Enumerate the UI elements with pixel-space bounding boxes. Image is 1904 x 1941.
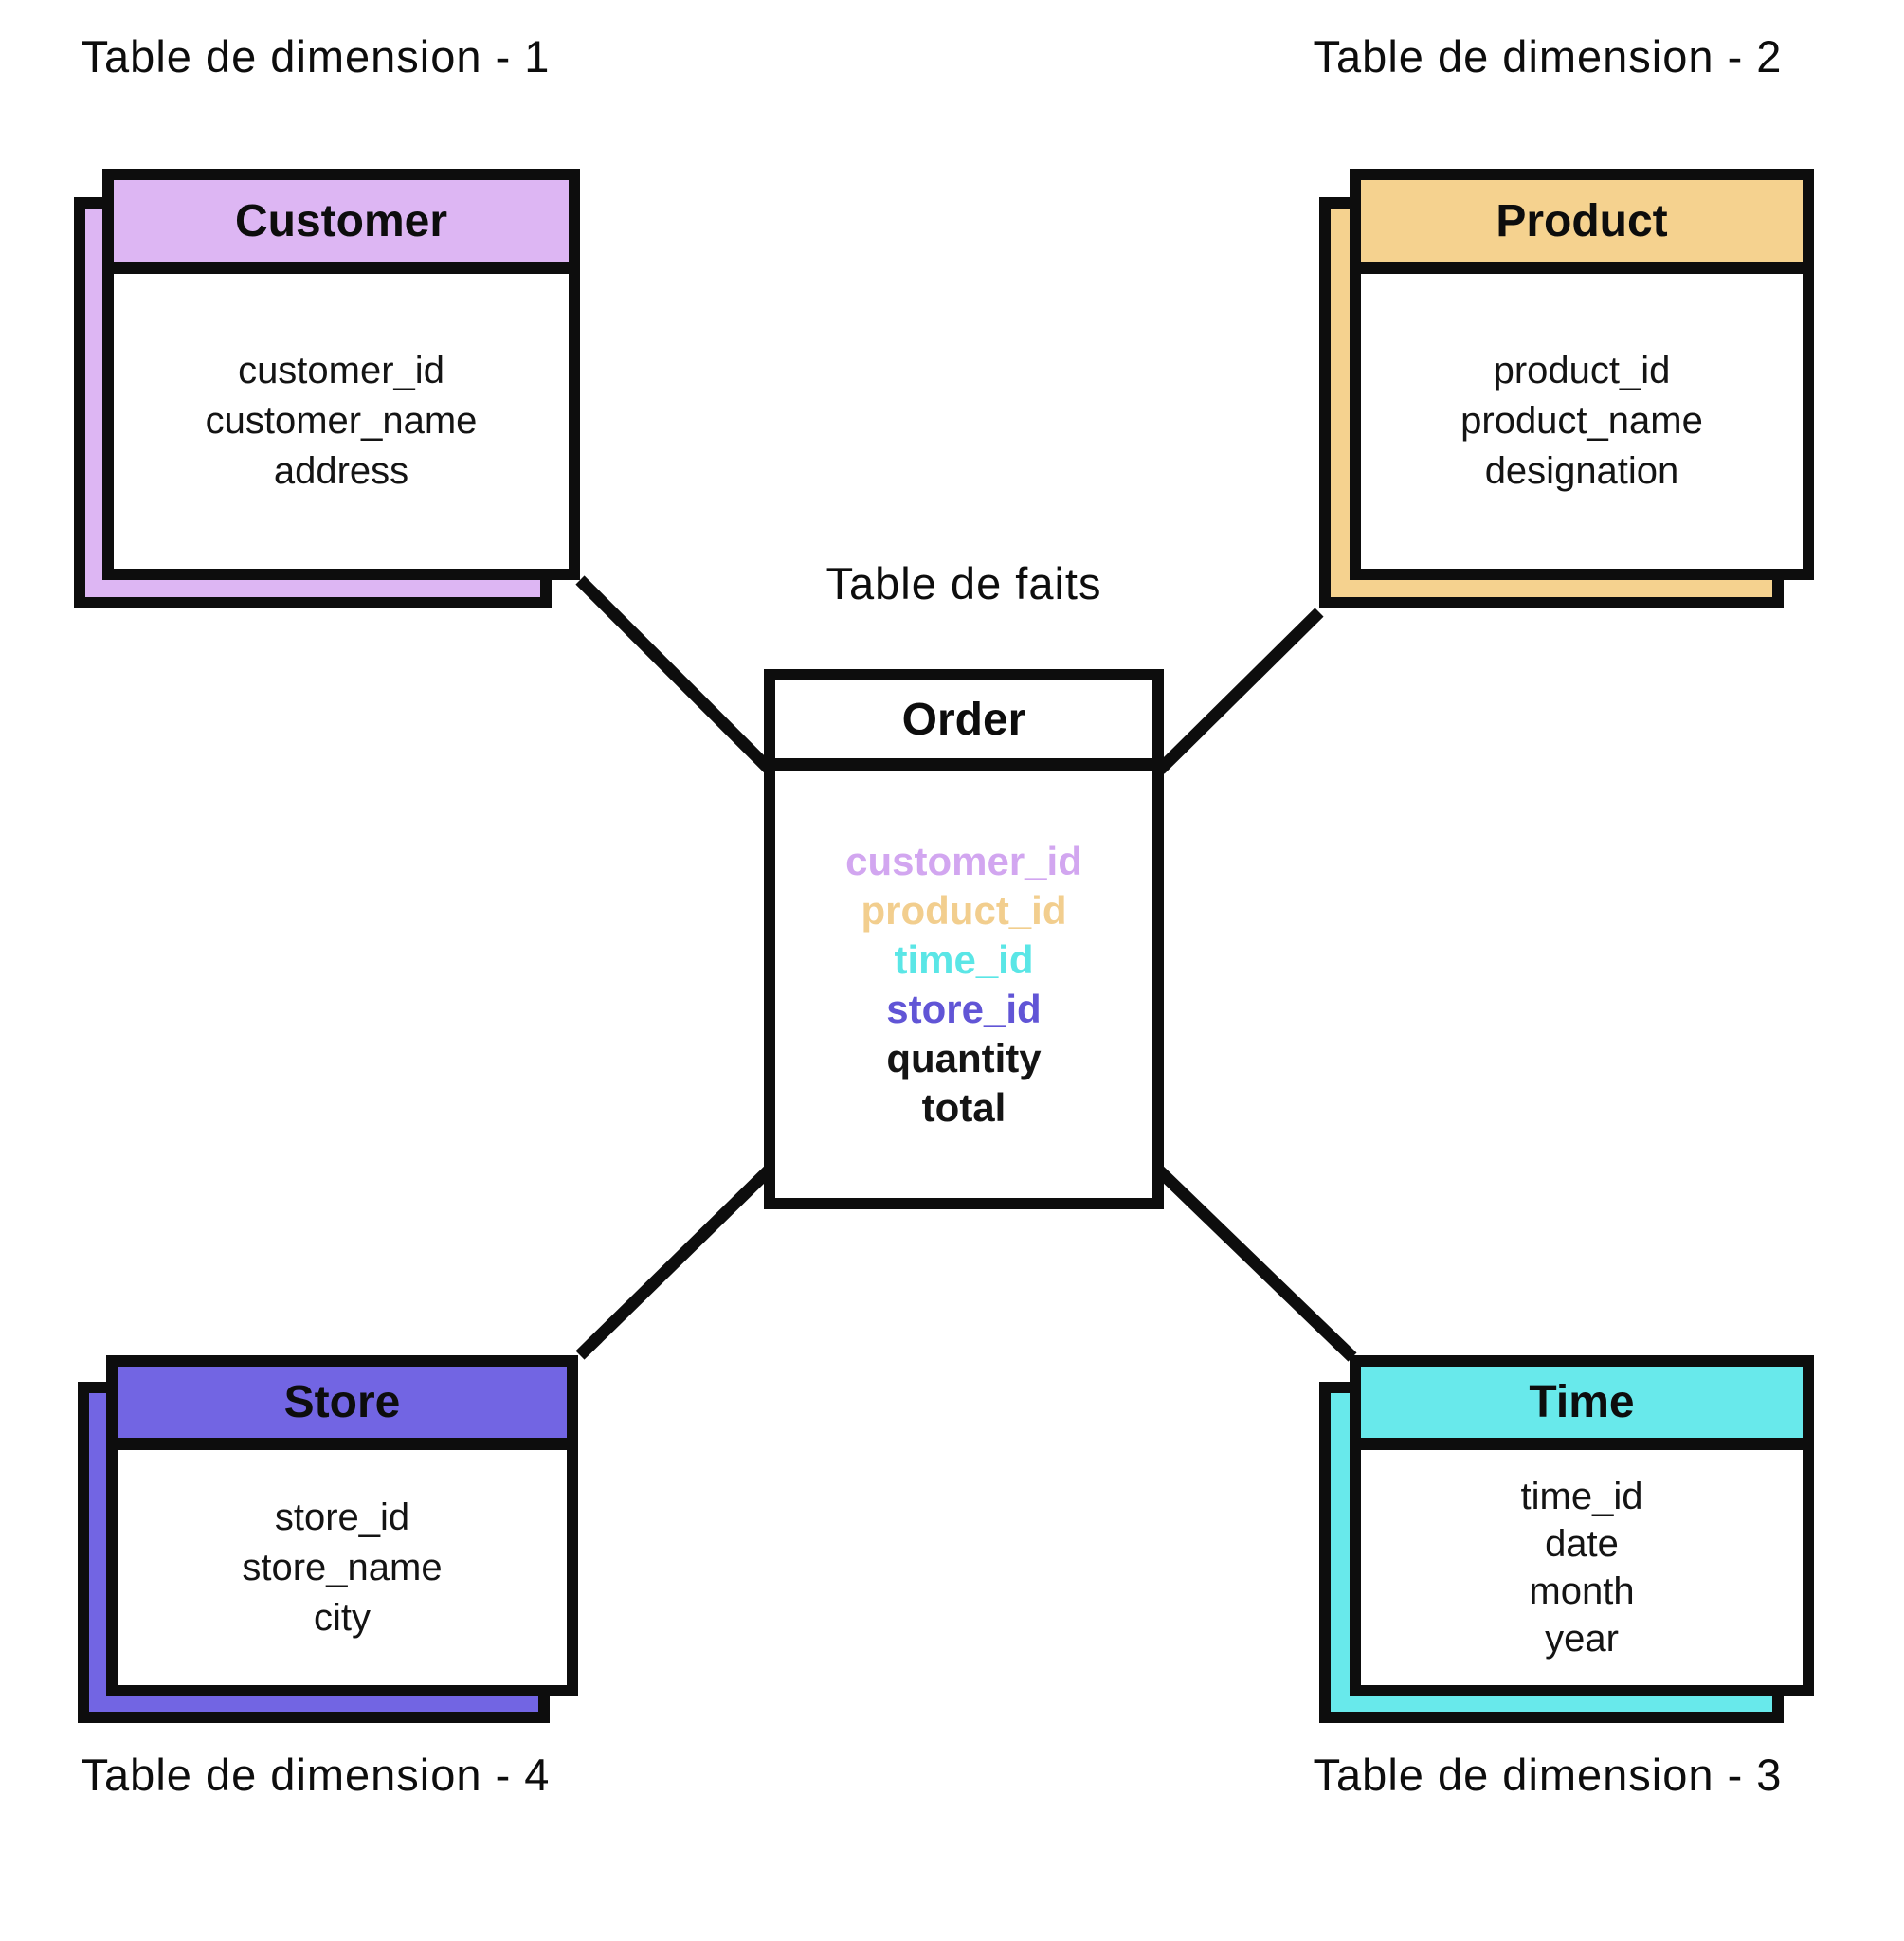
label-dimension-2: Table de dimension - 2: [1313, 31, 1783, 82]
order-fact-table: Order customer_id product_id time_id sto…: [764, 669, 1164, 1209]
order-field-time-id: time_id: [894, 936, 1034, 982]
store-table-header: Store: [118, 1367, 567, 1450]
connector-time-order: [1153, 1165, 1357, 1362]
field-designation: designation: [1484, 450, 1679, 492]
label-dimension-1: Table de dimension - 1: [81, 31, 551, 82]
customer-table-header: Customer: [114, 180, 569, 274]
connector-product-order: [1155, 608, 1324, 774]
field-product-name: product_name: [1460, 400, 1703, 442]
field-product-id: product_id: [1493, 350, 1671, 391]
time-table-fields: time_id date month year: [1361, 1450, 1803, 1685]
field-city: city: [314, 1596, 371, 1639]
store-table: Store store_id store_name city: [106, 1355, 578, 1696]
label-dimension-4: Table de dimension - 4: [81, 1750, 551, 1800]
order-field-store-id: store_id: [886, 986, 1042, 1031]
customer-table: Customer customer_id customer_name addre…: [102, 169, 580, 580]
field-customer-name: customer_name: [205, 400, 478, 442]
field-store-name: store_name: [242, 1546, 443, 1588]
field-store-id: store_id: [274, 1496, 410, 1538]
product-table-fields: product_id product_name designation: [1361, 274, 1803, 569]
field-time-id: time_id: [1520, 1476, 1643, 1517]
order-field-total: total: [921, 1084, 1006, 1130]
order-field-customer-id: customer_id: [845, 838, 1082, 883]
customer-table-title: Customer: [234, 195, 448, 246]
order-table-fields: customer_id product_id time_id store_id …: [775, 771, 1152, 1198]
order-table-header: Order: [775, 680, 1152, 771]
product-table: Product product_id product_name designat…: [1350, 169, 1814, 580]
time-table: Time time_id date month year: [1350, 1355, 1814, 1696]
field-date: date: [1545, 1523, 1619, 1565]
field-month: month: [1529, 1570, 1635, 1612]
product-table-title: Product: [1496, 195, 1668, 246]
order-table-title: Order: [901, 694, 1026, 745]
store-table-title: Store: [283, 1377, 401, 1427]
field-customer-id: customer_id: [238, 350, 444, 391]
product-table-header: Product: [1361, 180, 1803, 274]
time-table-header: Time: [1361, 1367, 1803, 1450]
label-dimension-3: Table de dimension - 3: [1313, 1750, 1783, 1800]
field-year: year: [1545, 1618, 1619, 1660]
order-field-product-id: product_id: [861, 887, 1067, 933]
store-table-fields: store_id store_name city: [118, 1450, 567, 1685]
customer-table-fields: customer_id customer_name address: [114, 274, 569, 569]
label-fact-table: Table de faits: [825, 558, 1102, 608]
connector-store-order: [575, 1165, 774, 1360]
connector-customer-order: [575, 575, 774, 774]
order-field-quantity: quantity: [886, 1035, 1042, 1080]
field-address: address: [273, 450, 409, 492]
time-table-title: Time: [1529, 1377, 1635, 1427]
